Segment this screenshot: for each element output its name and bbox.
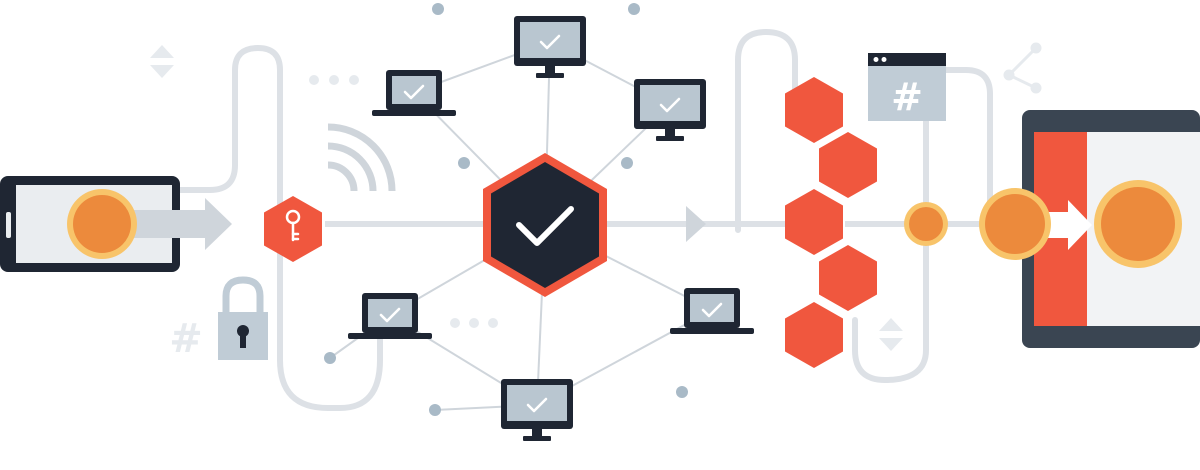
decorative-dots: [324, 3, 688, 416]
central-verified-hub: [483, 153, 607, 297]
checkmark-icon: [516, 206, 574, 246]
monitor-verified-top: [514, 16, 586, 78]
monitor-verified-right: [634, 79, 706, 141]
laptop-verified-top: [372, 70, 456, 116]
token-circle-small: [904, 202, 948, 246]
sort-arrows-icon: [879, 318, 903, 351]
padlock-icon: [218, 276, 268, 360]
user-token-circle: [67, 189, 137, 259]
hash-browser-window: #: [868, 53, 946, 121]
key-hexagon: [264, 196, 322, 262]
sort-arrows-icon: [150, 45, 174, 78]
flow-arrow-icon: [686, 206, 706, 242]
hash-symbol-window: #: [891, 75, 923, 119]
share-icon: [1003, 42, 1042, 94]
wifi-signal-icon: [327, 123, 396, 192]
outgoing-data-arrow: [132, 198, 232, 250]
token-circle-destination: [1094, 180, 1182, 268]
monitor-verified-bottom: [501, 379, 573, 441]
key-icon: [285, 209, 301, 242]
loading-dots: [309, 75, 498, 328]
hash-symbol: #: [169, 316, 203, 362]
token-circle-entry: [979, 188, 1051, 260]
